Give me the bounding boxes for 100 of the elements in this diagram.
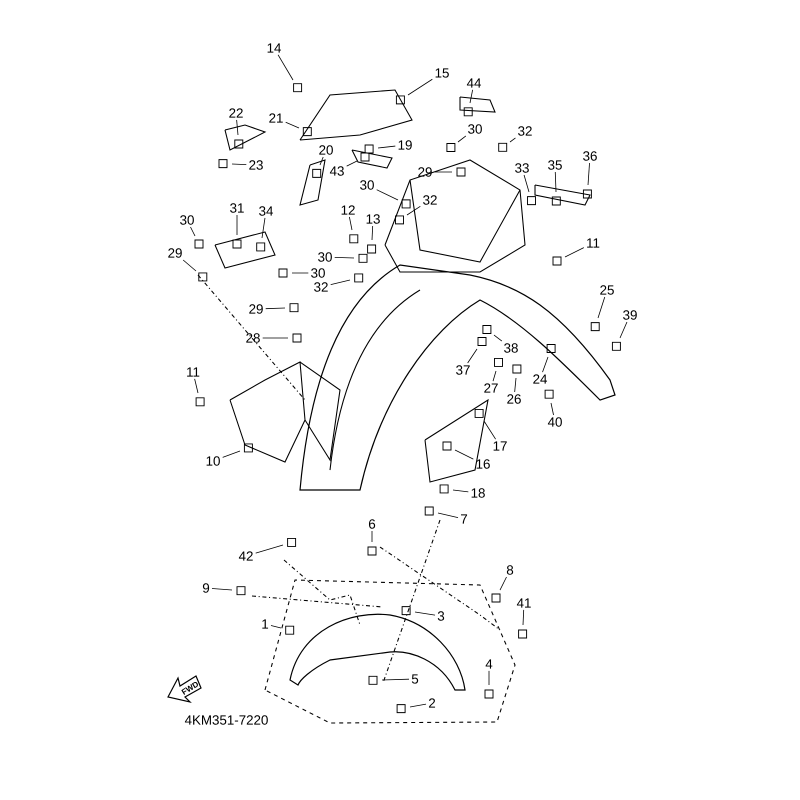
leader-line	[454, 450, 474, 460]
callout-number: 3	[438, 611, 444, 621]
callout-number: 14	[268, 43, 282, 53]
callout-number: 4	[486, 659, 492, 669]
callout-number: 42	[238, 551, 253, 561]
leader-line	[408, 78, 433, 96]
leader-line	[330, 280, 350, 286]
leader-line	[522, 609, 524, 626]
callout-number: 11	[187, 367, 200, 377]
leader-line	[620, 322, 628, 338]
callout-number: 17	[494, 441, 507, 451]
leader-line	[488, 670, 490, 686]
leader-line	[470, 89, 474, 104]
callout-number: 32	[518, 126, 532, 136]
callout-number: 41	[516, 598, 531, 608]
callout-number: 30	[311, 268, 325, 278]
callout-number: 16	[476, 459, 490, 469]
leader-line	[349, 216, 352, 230]
leader-line	[182, 260, 196, 272]
leader-line	[222, 450, 240, 458]
leader-line	[492, 370, 496, 382]
leader-line	[372, 226, 374, 240]
leader-line	[334, 256, 354, 258]
leader-line	[376, 189, 398, 200]
leader-line	[414, 612, 436, 616]
callout-number: 24	[533, 374, 548, 384]
leader-line	[382, 678, 410, 680]
callout-number: 38	[504, 343, 518, 353]
leader-line	[494, 334, 502, 342]
leader-line	[265, 308, 286, 310]
leader-line	[406, 206, 421, 216]
leader-line	[484, 420, 496, 440]
callout-number: 8	[506, 565, 514, 575]
leader-line	[458, 136, 466, 142]
leader-line	[270, 625, 282, 628]
leader-line	[510, 138, 516, 142]
callout-number: 27	[484, 383, 498, 393]
callout-number: 10	[206, 456, 220, 466]
callout-number: 36	[583, 151, 597, 161]
callout-number: 21	[269, 113, 283, 123]
callout-number: 19	[398, 140, 412, 150]
callout-number: 32	[314, 282, 328, 292]
callout-number: 39	[623, 310, 637, 320]
callout-number: 26	[507, 394, 521, 404]
callout-number: 33	[515, 163, 529, 173]
callout-number: 30	[318, 252, 332, 262]
callout-number: 29	[249, 304, 263, 314]
callout-number: 18	[472, 488, 485, 498]
leader-line	[236, 120, 238, 136]
callout-number: 32	[423, 195, 437, 205]
callout-number: 11	[587, 238, 600, 248]
callout-number: 15	[436, 68, 449, 78]
callout-number: 30	[360, 180, 374, 190]
leader-line	[564, 247, 584, 258]
callout-number: 37	[456, 365, 470, 375]
callout-number: 1	[262, 619, 268, 629]
leader-line	[514, 378, 516, 392]
callout-number: 13	[366, 214, 380, 224]
callout-number: 20	[319, 145, 333, 155]
callout-number: 34	[259, 206, 274, 216]
leader-line	[550, 402, 554, 416]
leader-line	[255, 544, 284, 554]
leader-line	[410, 704, 426, 708]
leader-line	[194, 378, 198, 394]
leader-line	[554, 172, 556, 192]
leader-line	[278, 54, 294, 80]
callout-number: 30	[180, 215, 194, 225]
leader-line	[524, 174, 530, 192]
callout-number: 6	[368, 519, 376, 529]
leader-line	[212, 588, 232, 590]
leader-line	[292, 272, 309, 274]
callout-number: 5	[412, 674, 418, 684]
callout-number: 7	[460, 514, 468, 524]
leader-line	[262, 218, 266, 238]
leader-line	[232, 164, 247, 165]
callout-number: 23	[249, 160, 263, 170]
callout-number: 12	[342, 205, 355, 215]
callout-number: 35	[548, 160, 562, 170]
leader-line	[438, 512, 458, 518]
callout-number: 40	[548, 417, 562, 427]
callout-number: 30	[468, 124, 482, 134]
leader-line	[467, 348, 478, 364]
leader-line	[378, 146, 396, 148]
callout-number: 9	[202, 583, 210, 593]
leader-line	[542, 356, 548, 372]
leader-line	[190, 226, 196, 236]
callout-number: 2	[428, 698, 436, 708]
callout-number: 28	[246, 333, 260, 343]
part-code: 4KM351-7220	[184, 715, 268, 725]
callout-number: 31	[230, 203, 244, 213]
leader-line	[500, 576, 507, 590]
leader-line	[285, 122, 300, 128]
leader-line	[236, 214, 238, 236]
callout-number: 29	[418, 167, 432, 177]
callout-number: 44	[466, 78, 482, 88]
leader-line	[452, 490, 469, 492]
callout-number: 29	[168, 248, 182, 258]
leader-line	[320, 156, 324, 166]
callout-number: 43	[330, 166, 344, 176]
leader-line	[588, 162, 590, 186]
